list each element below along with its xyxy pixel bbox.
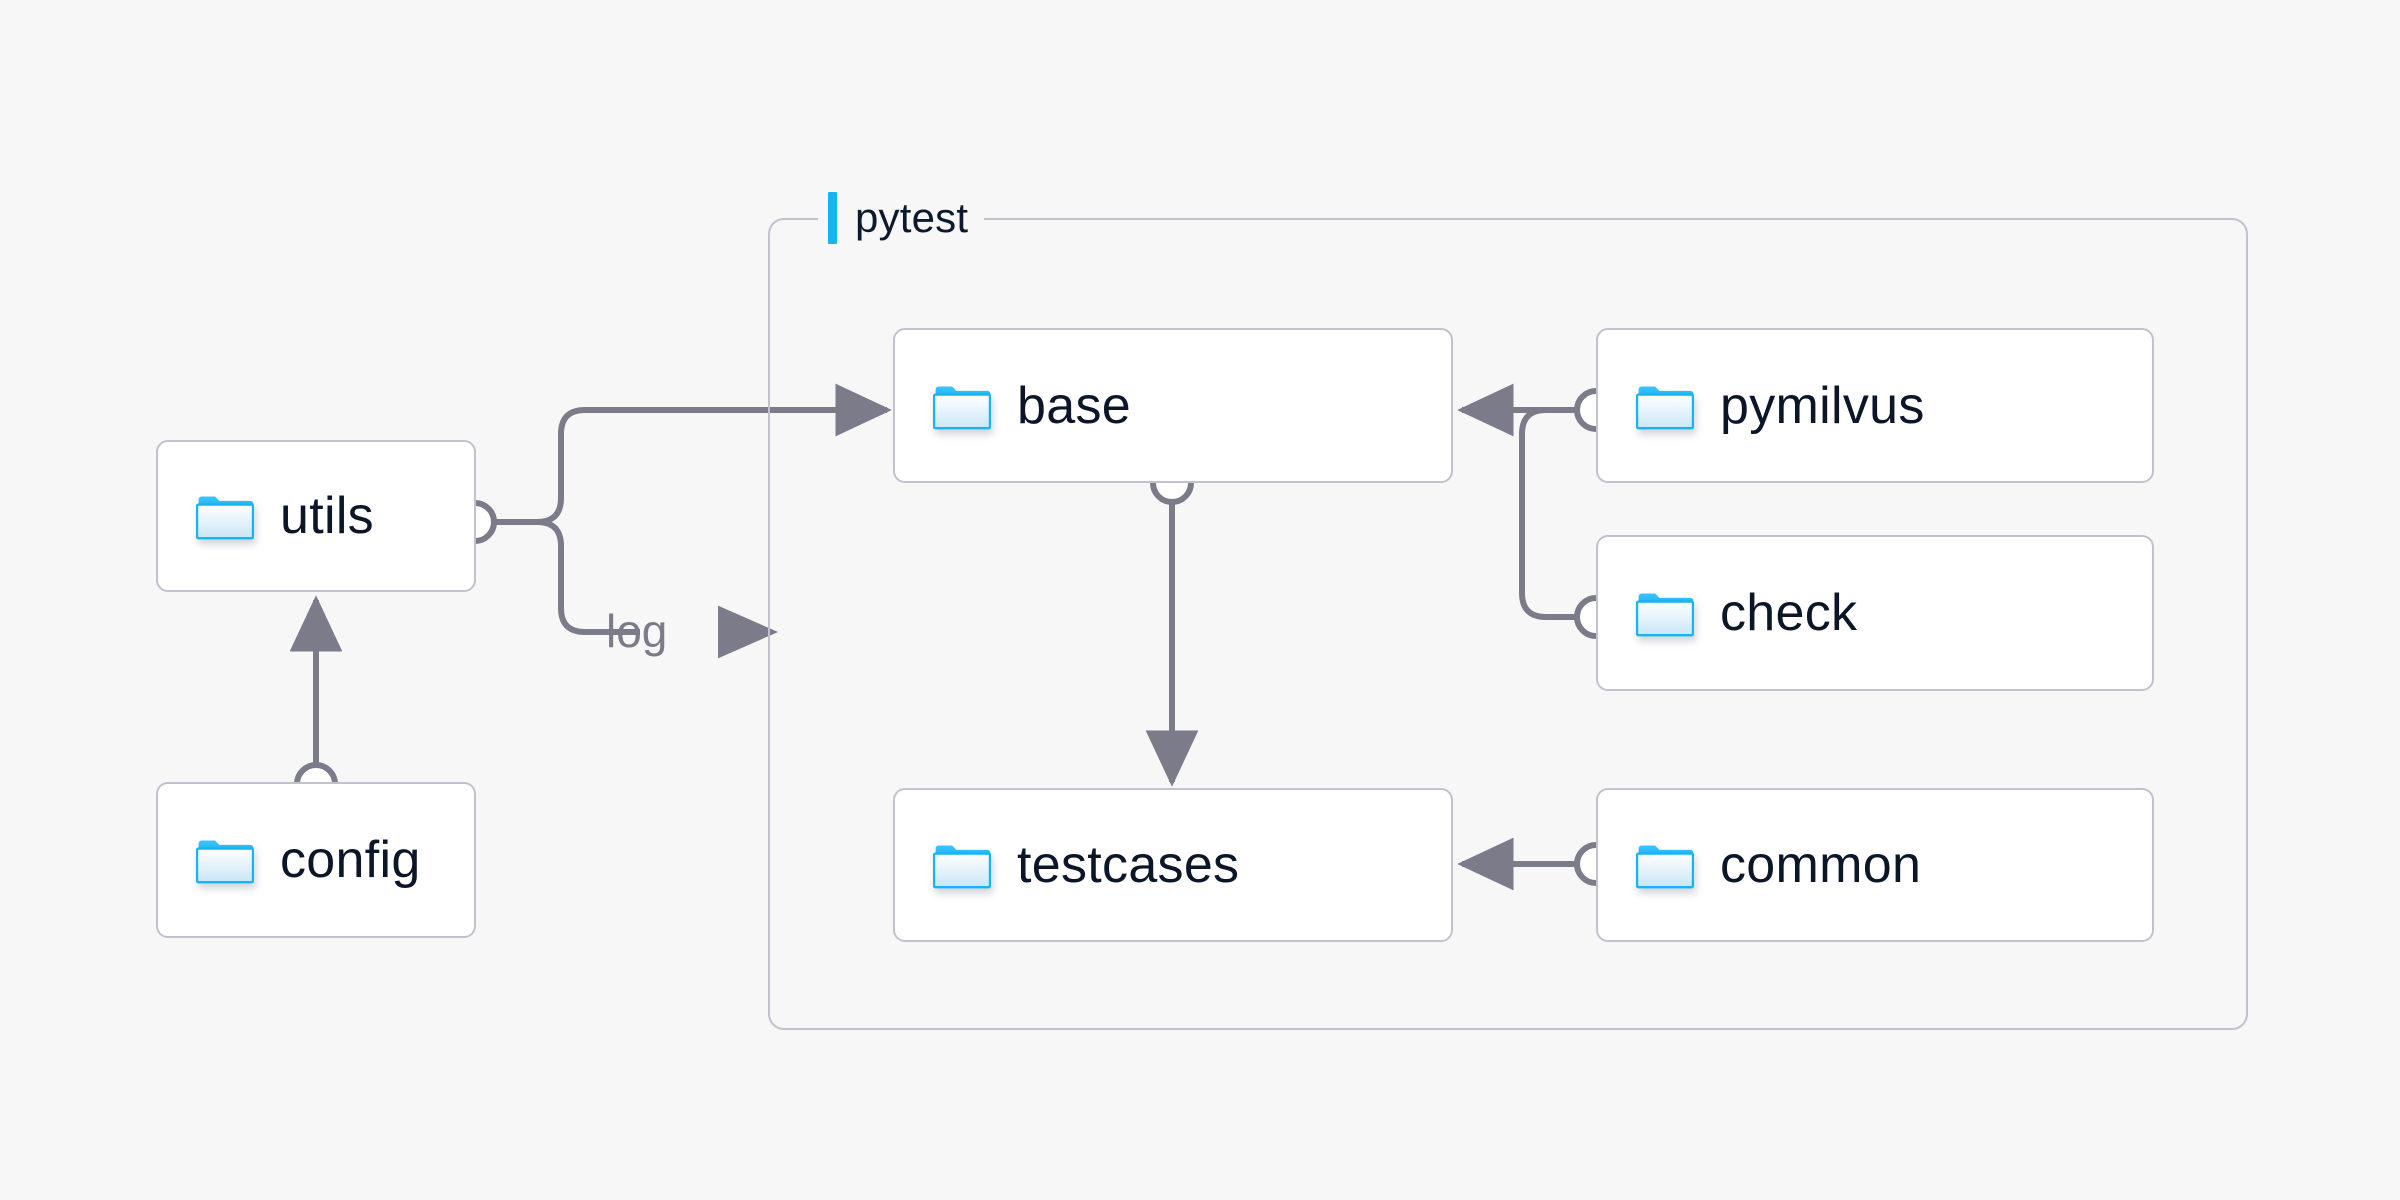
- folder-icon: [933, 845, 991, 889]
- node-pymilvus[interactable]: pymilvus: [1596, 328, 2154, 483]
- pytest-group-label: pytest: [818, 192, 985, 244]
- edge-label-log: log: [606, 605, 668, 657]
- node-label: config: [280, 831, 421, 889]
- node-base[interactable]: base: [893, 328, 1453, 483]
- node-label: utils: [280, 487, 374, 545]
- node-label: base: [1017, 376, 1131, 435]
- folder-icon: [1636, 386, 1694, 429]
- node-testcases[interactable]: testcases: [893, 788, 1453, 942]
- folder-icon: [1636, 593, 1694, 637]
- group-label-text: pytest: [855, 194, 969, 241]
- folder-icon: [933, 386, 991, 429]
- folder-icon: [196, 840, 254, 884]
- node-check[interactable]: check: [1596, 535, 2154, 691]
- folder-icon: [196, 496, 254, 540]
- node-config[interactable]: config: [156, 782, 476, 938]
- node-label: common: [1720, 836, 1922, 894]
- node-label: check: [1720, 584, 1858, 642]
- folder-icon: [1636, 845, 1694, 889]
- node-utils[interactable]: utils: [156, 440, 476, 592]
- node-label: testcases: [1017, 836, 1240, 894]
- node-label: pymilvus: [1720, 376, 1925, 435]
- group-accent-bar: [828, 192, 837, 244]
- node-common[interactable]: common: [1596, 788, 2154, 942]
